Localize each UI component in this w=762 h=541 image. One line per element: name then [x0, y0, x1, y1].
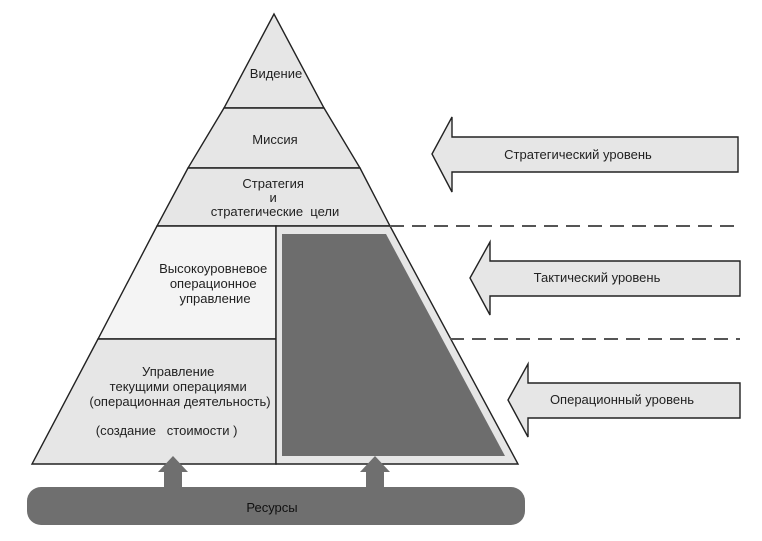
strategic-arrow-label: Стратегический уровень	[504, 147, 652, 162]
operational-arrow-shape	[507, 361, 741, 438]
arrow-tactical: Тактический уровень	[469, 239, 741, 316]
label-vision: Видение	[250, 66, 302, 81]
resource-up-arrow-left	[158, 456, 188, 490]
label-strategy: Стратегия и стратегические цели	[211, 176, 340, 219]
dark-operations-block	[282, 234, 505, 456]
resource-up-arrow-right	[360, 456, 390, 490]
layer-vision	[222, 12, 326, 109]
label-high-level-management: Высокоуровневое операционное управление	[159, 261, 271, 306]
operational-arrow-label: Операционный уровень	[550, 392, 694, 407]
arrow-strategic: Стратегический уровень	[431, 116, 739, 193]
arrow-operational: Операционный уровень	[507, 361, 741, 438]
resources-label: Ресурсы	[246, 500, 297, 515]
label-value-creation: (создание стоимости )	[0, 0, 248, 438]
tactical-arrow-label: Тактический уровень	[534, 270, 661, 285]
resources-bar	[27, 487, 525, 525]
strategic-arrow-shape	[431, 116, 739, 193]
label-current-operations: Управление текущими операциями (операцио…	[89, 364, 270, 409]
tactical-arrow-shape	[469, 239, 741, 316]
label-mission: Миссия	[252, 132, 297, 147]
